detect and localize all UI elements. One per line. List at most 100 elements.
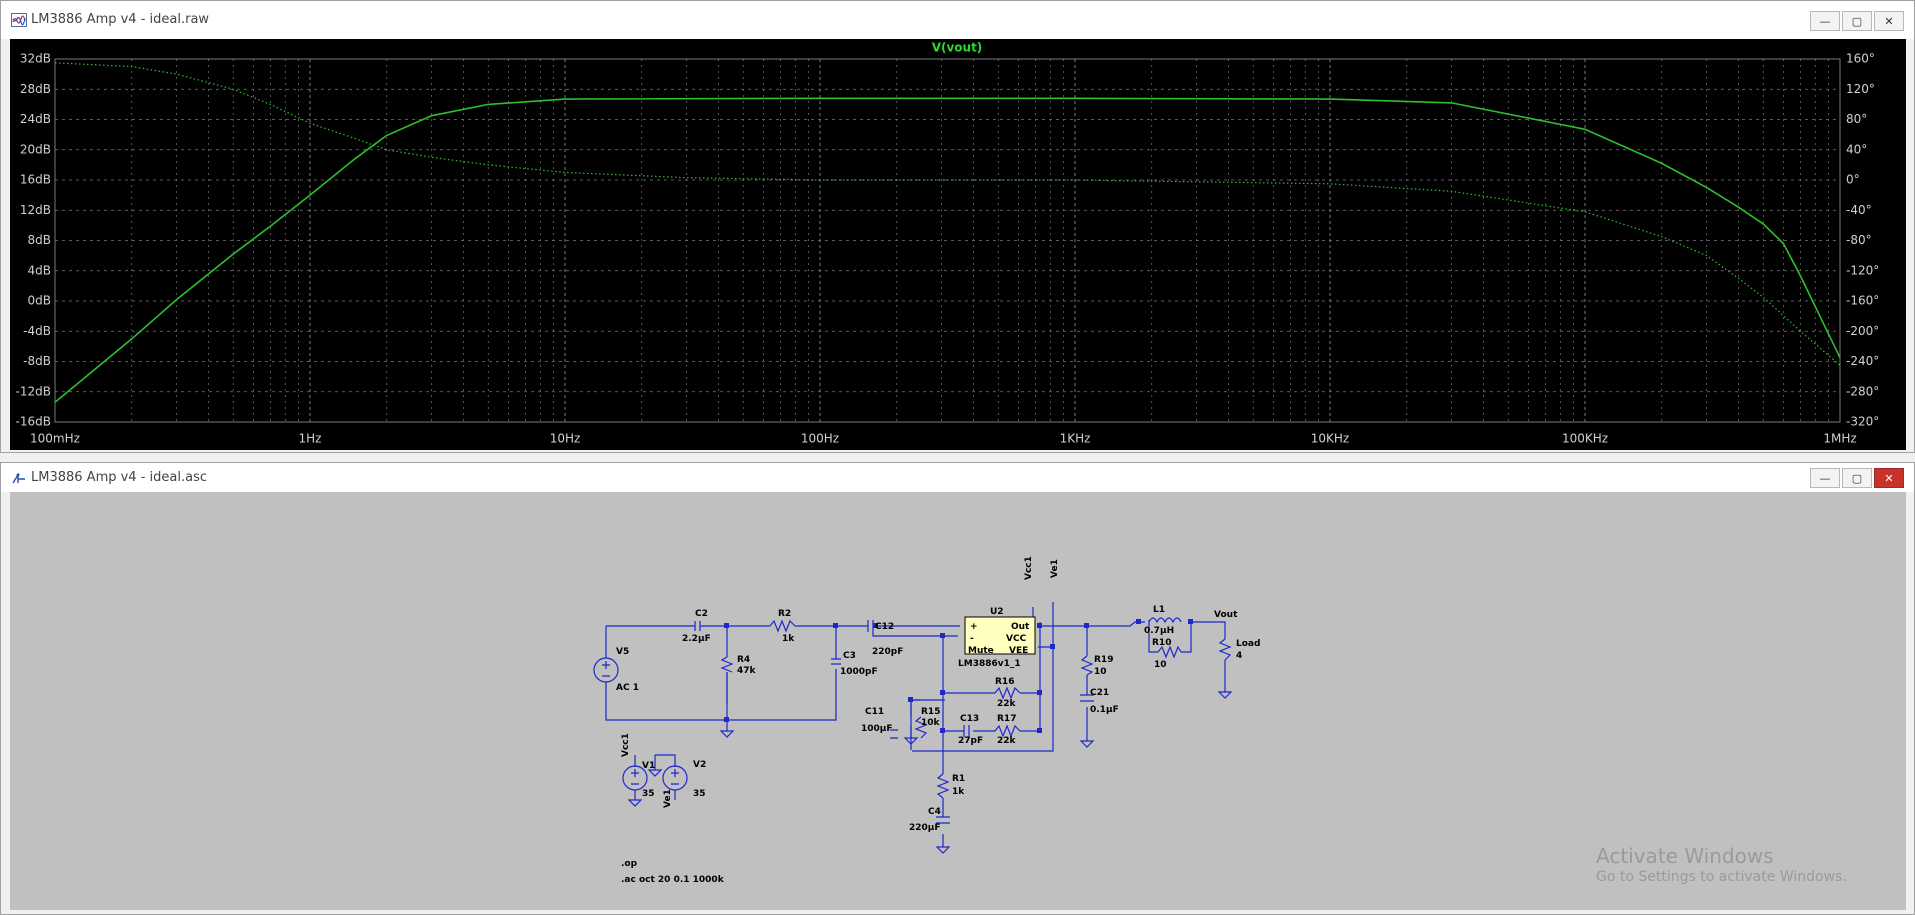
ground-symbols xyxy=(627,691,1233,854)
schematic-labels: C2 2.2µF R2 1k C12 220pF U2 Vcc1 Ve1 + -… xyxy=(616,556,1260,885)
right-axis-ticks: 160°120°80°40°0°-40°-80°-120°-160°-200°-… xyxy=(1846,52,1879,429)
c21-label[interactable]: C21 xyxy=(1090,688,1109,698)
r15-label[interactable]: R15 xyxy=(921,707,940,717)
vee1-net-label[interactable]: Ve1 xyxy=(1050,559,1060,578)
x-axis-tick-label: 10Hz xyxy=(550,432,581,446)
r4-label[interactable]: R4 xyxy=(737,655,750,665)
maximize-button[interactable]: ▢ xyxy=(1842,468,1872,488)
l1-label[interactable]: L1 xyxy=(1153,605,1165,615)
c4-value[interactable]: 220µF xyxy=(909,823,941,833)
spice-directive-ac[interactable]: .ac oct 20 0.1 1000k xyxy=(621,875,725,885)
v1-label[interactable]: V1 xyxy=(642,761,655,771)
v1-net-label[interactable]: Vcc1 xyxy=(621,733,631,757)
vout-net-label[interactable]: Vout xyxy=(1214,610,1238,620)
c3-value[interactable]: 1000pF xyxy=(840,667,878,677)
c21-value[interactable]: 0.1µF xyxy=(1090,705,1119,715)
r19-value[interactable]: 10 xyxy=(1094,667,1107,677)
c2-label[interactable]: C2 xyxy=(695,609,708,619)
maximize-button[interactable]: ▢ xyxy=(1842,11,1872,31)
close-button[interactable]: ✕ xyxy=(1874,11,1904,31)
opamp-u2[interactable] xyxy=(964,616,1036,655)
left-axis-tick-label: 0dB xyxy=(28,294,51,308)
r2-label[interactable]: R2 xyxy=(778,609,791,619)
r16-value[interactable]: 22k xyxy=(997,699,1017,709)
opamp-pin-vee: VEE xyxy=(1009,646,1028,656)
minimize-button[interactable]: — xyxy=(1810,11,1840,31)
right-axis-tick-label: -320° xyxy=(1846,415,1879,429)
load-value[interactable]: 4 xyxy=(1236,651,1242,661)
r10-label[interactable]: R10 xyxy=(1152,638,1171,648)
trace-layer xyxy=(54,62,1841,403)
schematic-symbols xyxy=(593,617,1232,824)
opamp-pin-plus: + xyxy=(970,622,978,632)
c4-label[interactable]: C4 xyxy=(928,807,941,817)
waveform-titlebar[interactable]: LM3886 Amp v4 - ideal.raw — ▢ ✕ xyxy=(1,1,1914,39)
trace-magnitude[interactable] xyxy=(54,97,1841,403)
opamp-pin-vcc: VCC xyxy=(1006,634,1027,644)
v2-value[interactable]: 35 xyxy=(693,789,706,799)
x-axis-tick-label: 100KHz xyxy=(1562,432,1608,446)
schematic-window[interactable]: LM3886 Amp v4 - ideal.asc — ▢ ✕ xyxy=(0,462,1915,915)
c12-value[interactable]: 220pF xyxy=(872,647,903,657)
left-axis-tick-label: -16dB xyxy=(16,415,51,429)
trace-label[interactable]: V(vout) xyxy=(932,41,983,55)
x-axis-tick-label: 1KHz xyxy=(1060,432,1091,446)
r1-label[interactable]: R1 xyxy=(952,774,965,784)
v5-label[interactable]: V5 xyxy=(616,647,629,657)
minimize-button[interactable]: — xyxy=(1810,468,1840,488)
right-axis-tick-label: 120° xyxy=(1846,82,1875,96)
opamp-pin-mute: Mute xyxy=(968,646,994,656)
trace-phase[interactable] xyxy=(54,62,1841,366)
r2-value[interactable]: 1k xyxy=(782,634,795,644)
schematic-titlebar[interactable]: LM3886 Amp v4 - ideal.asc — ▢ ✕ xyxy=(1,463,1914,492)
left-axis-tick-label: 8dB xyxy=(28,233,51,247)
c11-value[interactable]: 100µF xyxy=(861,724,893,734)
schematic-canvas[interactable]: C2 2.2µF R2 1k C12 220pF U2 Vcc1 Ve1 + -… xyxy=(10,492,1906,910)
r16-label[interactable]: R16 xyxy=(995,677,1014,687)
spice-directive-op[interactable]: .op xyxy=(621,859,638,869)
v2-label[interactable]: V2 xyxy=(693,760,706,770)
u2-part-label[interactable]: LM3886v1_1 xyxy=(958,659,1021,669)
left-axis-tick-label: 16dB xyxy=(20,173,51,187)
vcc1-net-label[interactable]: Vcc1 xyxy=(1024,556,1034,580)
plot-grid xyxy=(54,58,1841,423)
v2-net-label[interactable]: Ve1 xyxy=(663,789,673,808)
x-axis-tick-label: 100Hz xyxy=(801,432,839,446)
c11-label[interactable]: C11 xyxy=(865,707,884,717)
r1-value[interactable]: 1k xyxy=(952,787,965,797)
c13-value[interactable]: 27pF xyxy=(958,736,983,746)
right-axis-tick-label: -40° xyxy=(1846,203,1872,217)
r19-label[interactable]: R19 xyxy=(1094,655,1113,665)
left-axis-tick-label: -12dB xyxy=(16,384,51,398)
r10-value[interactable]: 10 xyxy=(1154,660,1167,670)
r4-value[interactable]: 47k xyxy=(737,666,757,676)
right-axis-tick-label: 0° xyxy=(1846,173,1860,187)
c2-value[interactable]: 2.2µF xyxy=(682,634,711,644)
opamp-pin-minus: - xyxy=(970,634,974,644)
r17-value[interactable]: 22k xyxy=(997,736,1017,746)
r15-value[interactable]: 10k xyxy=(921,718,941,728)
opamp-pin-out: Out xyxy=(1011,622,1030,632)
v5-value[interactable]: AC 1 xyxy=(616,683,639,693)
u2-label[interactable]: U2 xyxy=(990,607,1004,617)
c13-label[interactable]: C13 xyxy=(960,714,979,724)
right-axis-tick-label: -160° xyxy=(1846,294,1879,308)
right-axis-tick-label: -80° xyxy=(1846,233,1872,247)
l1-value[interactable]: 0.7µH xyxy=(1144,626,1174,636)
x-axis-tick-label: 100mHz xyxy=(30,432,80,446)
right-axis-tick-label: -200° xyxy=(1846,324,1879,338)
schematic-svg[interactable]: C2 2.2µF R2 1k C12 220pF U2 Vcc1 Ve1 + -… xyxy=(10,492,1906,910)
right-axis-tick-label: 40° xyxy=(1846,142,1867,156)
c12-label[interactable]: C12 xyxy=(875,622,894,632)
waveform-window[interactable]: LM3886 Amp v4 - ideal.raw — ▢ ✕ V(vout) … xyxy=(0,0,1915,453)
activate-windows-subtitle: Go to Settings to activate Windows. xyxy=(1596,869,1847,885)
v1-value[interactable]: 35 xyxy=(642,789,655,799)
r17-label[interactable]: R17 xyxy=(997,714,1016,724)
load-label[interactable]: Load xyxy=(1236,639,1260,649)
activate-windows-title: Activate Windows xyxy=(1596,844,1774,868)
right-axis-tick-label: -120° xyxy=(1846,263,1879,277)
bode-plot-svg[interactable]: V(vout) 32dB28dB24dB20dB16dB12dB8dB4dB0d… xyxy=(10,39,1906,450)
c3-label[interactable]: C3 xyxy=(843,651,856,661)
close-button[interactable]: ✕ xyxy=(1874,468,1904,488)
